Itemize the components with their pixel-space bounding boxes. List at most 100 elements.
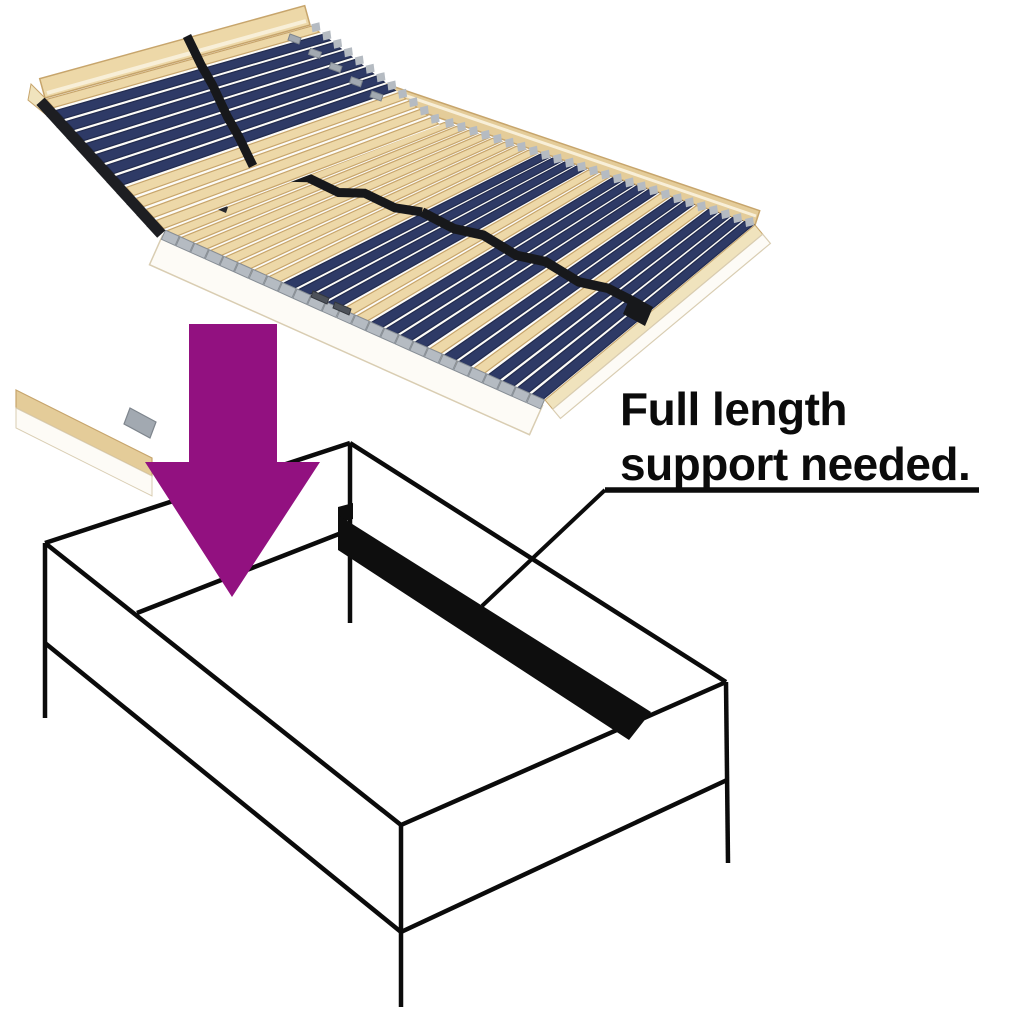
slat-holder-grey <box>277 281 297 299</box>
slat-holder-grey <box>511 386 531 404</box>
slat-holder-grey <box>219 255 239 273</box>
mid-deck-holder <box>310 290 330 305</box>
slatted-bed-base-photo <box>15 4 772 497</box>
slat-far-cap <box>541 149 550 160</box>
slat-far-cap <box>637 181 646 192</box>
slat-far-cap <box>577 161 586 172</box>
slat-holder-grey <box>204 249 224 266</box>
hinge-clip <box>348 76 364 88</box>
slat-far-cap <box>517 141 526 152</box>
slat-holder-grey <box>394 334 414 351</box>
slat-holder-grey <box>467 366 487 384</box>
slat-holder-grey <box>453 360 473 377</box>
down-arrow-icon <box>145 324 320 597</box>
slat-holder-grey <box>496 379 516 397</box>
slat-far-cap <box>445 118 454 128</box>
center-support-beam <box>338 503 651 740</box>
flap-holder-black <box>66 130 86 150</box>
foot-rail-face <box>551 233 772 420</box>
flap-holder-black <box>76 141 96 161</box>
leader-line <box>480 488 607 608</box>
slat-far-cap <box>469 125 478 136</box>
slat-far-cap <box>613 173 622 184</box>
center-strap-flap <box>182 34 258 168</box>
flap-far-cap <box>311 22 321 33</box>
slat-far-cap <box>709 205 718 216</box>
slat-far-cap <box>661 189 670 200</box>
slat-far-cap <box>589 165 598 176</box>
frame-line-7 <box>400 777 728 935</box>
flap-holder-black <box>106 174 126 194</box>
slat-far-cap <box>457 121 466 132</box>
slat-far-cap <box>505 137 514 148</box>
annotation-leader-line <box>480 487 979 608</box>
slat-holder-grey <box>423 347 443 364</box>
annotation-line-1: Full length <box>620 383 848 435</box>
slat-far-cap <box>493 133 502 144</box>
flap-far-cap <box>387 80 397 91</box>
hinge-clip <box>287 33 302 45</box>
hinge-clip <box>307 47 323 59</box>
base-head-rail-face <box>15 407 153 497</box>
slat-far-cap <box>673 193 682 204</box>
flap-holder-black <box>136 207 156 227</box>
flap-holder-black <box>86 152 106 172</box>
slat-holder-grey <box>409 340 429 358</box>
slat-holder-grey <box>292 288 312 305</box>
slat-far-cap <box>529 145 538 156</box>
slat-holder-grey <box>248 268 268 286</box>
slat-far-cap <box>733 213 742 224</box>
mid-deck-holder <box>332 301 352 316</box>
slat-holder-grey <box>350 314 370 332</box>
flap-holder-black <box>36 97 56 117</box>
flap-holder-black <box>146 218 166 238</box>
annotation-text: Full length support needed. <box>620 382 971 492</box>
flap-holder-black <box>126 196 146 216</box>
flap-far-cap <box>408 97 418 108</box>
slat-far-cap <box>745 217 754 227</box>
slat-far-cap <box>565 157 574 168</box>
frame-line-5 <box>43 641 403 934</box>
flap-holder-black <box>96 163 116 183</box>
frame-line-3 <box>400 679 727 828</box>
flap-far-cap <box>419 105 429 116</box>
flap-far-cap <box>322 30 332 41</box>
flap-holder-black <box>56 119 76 139</box>
slat-holder-grey <box>189 242 210 260</box>
strap-end-buckle <box>623 295 653 326</box>
flap-holder-black <box>46 108 66 128</box>
slat-holder-grey <box>263 275 283 292</box>
flap-far-cap <box>333 38 343 49</box>
slat-holder-grey <box>365 321 385 338</box>
slat-holder-grey <box>233 262 253 279</box>
beam-body <box>338 515 651 740</box>
slat-far-cap <box>685 197 694 208</box>
flap-far-cap <box>343 47 353 58</box>
flap-far-cap <box>376 72 386 83</box>
annotation-line-2: support needed. <box>620 438 971 490</box>
flap-holder-black <box>116 185 136 205</box>
slat-holder-grey <box>379 327 400 345</box>
slat-far-cap <box>649 185 658 196</box>
slat-holder-grey <box>438 353 458 371</box>
flap-far-cap <box>365 63 375 74</box>
slat-far-cap <box>697 201 706 212</box>
slat-holder-grey <box>526 393 546 410</box>
hinge-bracket <box>123 407 157 439</box>
center-strap-deck <box>419 207 643 310</box>
frame-line-1 <box>348 441 728 684</box>
bed-frame-outline-drawing <box>42 440 731 1007</box>
slat-holder-grey <box>175 236 195 253</box>
slat-far-cap <box>481 129 490 140</box>
frame-line-2 <box>43 541 403 827</box>
slat-far-cap <box>601 169 610 180</box>
frame-line-8 <box>723 681 731 864</box>
hinge-clip <box>369 90 384 102</box>
slat-far-cap <box>721 209 730 220</box>
slat-far-cap <box>625 177 634 188</box>
flap-far-cap <box>354 55 364 66</box>
flap-rail-highlight <box>46 19 307 95</box>
flap-far-cap <box>430 113 440 124</box>
